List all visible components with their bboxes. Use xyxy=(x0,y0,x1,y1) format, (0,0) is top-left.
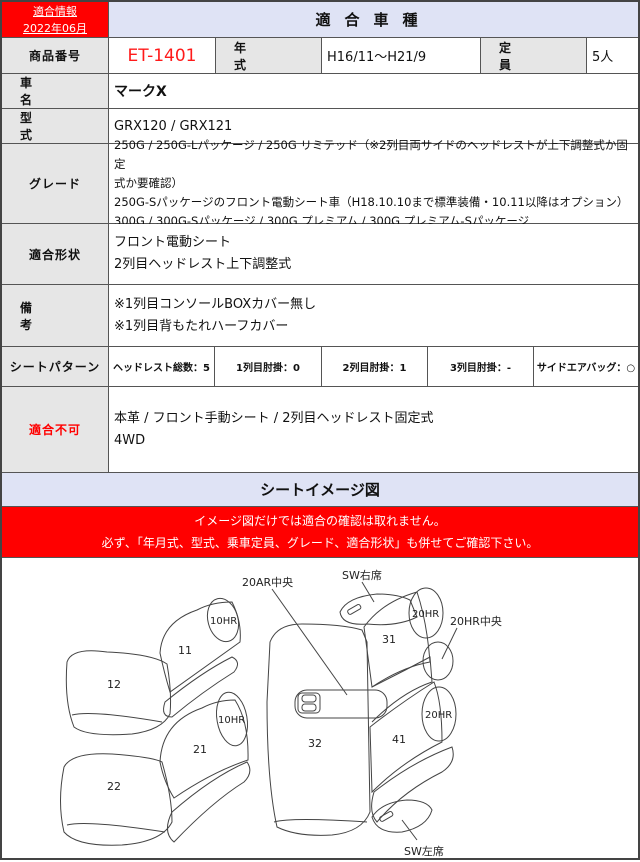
seat-part-21 xyxy=(159,699,249,799)
side-airbag: サイドエアバッグ：○ xyxy=(534,347,638,386)
fit-shape-line: フロント電動シート xyxy=(114,235,232,250)
warning-line: イメージ図だけでは適合の確認は取れません。 xyxy=(194,514,446,528)
seat-part-22 xyxy=(60,753,173,846)
label-sw-right: SW右席 xyxy=(342,568,382,582)
not-fit-line: 本革 / フロント手動シート / 2列目ヘッドレスト固定式 xyxy=(114,410,434,426)
image-section-title: シートイメージ図 xyxy=(2,473,638,507)
car-name-label: 車 名 xyxy=(2,74,109,108)
headrest-10hr-top xyxy=(206,597,240,643)
label-20hr-bottom: 20HR xyxy=(425,710,452,721)
capacity-value: 5人 xyxy=(587,38,638,73)
page-title: 適合車種 xyxy=(109,2,638,37)
model-value: GRX120 / GRX121 xyxy=(109,109,638,143)
fit-shape-row: 適合形状 フロント電動シート 2列目ヘッドレスト上下調整式 xyxy=(2,224,638,285)
fit-info-label: 適合情報 xyxy=(33,4,77,18)
label-10hr-bottom: 10HR xyxy=(218,715,245,726)
seat-pattern-row: シートパターン ヘッドレスト総数：5 1列目肘掛：0 2列目肘掛：1 3列目肘掛… xyxy=(2,347,638,387)
grade-row: グレード 250G / 250G-Lパッケージ / 250G リミテッド（※2列… xyxy=(2,138,638,228)
car-name-value: マークX xyxy=(109,74,638,108)
seat-part-12 xyxy=(65,650,172,736)
grade-label: グレード xyxy=(2,144,109,223)
header-row: 適合情報 2022年06月 適合車種 xyxy=(2,2,638,38)
headrest-20hr-bottom xyxy=(421,686,457,742)
label-20hr-top: 20HR xyxy=(412,609,439,620)
seat-diagram: 20AR中央 SW右席 20HR中央 SW左席 10HR 10HR 20HR 2… xyxy=(2,558,638,858)
grade-line: 250G-Sパッケージのフロント電動シート車（H18.10.10まで標準装備・1… xyxy=(114,195,629,209)
label-10hr-top: 10HR xyxy=(210,616,237,627)
grade-line: 式か要確認） xyxy=(114,176,183,190)
seat-pattern-label: シートパターン xyxy=(2,347,109,386)
year-label: 年 式 xyxy=(216,38,322,73)
notes-row: 備 考 ※1列目コンソールBOXカバー無し ※1列目背もたれハーフカバー xyxy=(2,285,638,347)
grade-line: 250G / 250G-Lパッケージ / 250G リミテッド（※2列目両サイド… xyxy=(114,138,628,171)
row3-armrest: 3列目肘掛：- xyxy=(428,347,534,386)
label-part-12: 12 xyxy=(107,678,121,691)
fit-info-badge[interactable]: 適合情報 2022年06月 xyxy=(2,2,109,37)
label-part-11: 11 xyxy=(178,644,192,657)
warning-banner: イメージ図だけでは適合の確認は取れません。 必ず、「年月式、型式、乗車定員、グレ… xyxy=(2,507,638,558)
row2-armrest: 2列目肘掛：1 xyxy=(322,347,428,386)
headrest-20hr-center xyxy=(422,641,454,681)
year-value: H16/11～H21/9 xyxy=(322,38,481,73)
model-label: 型 式 xyxy=(2,109,109,143)
fit-shape-line: 2列目ヘッドレスト上下調整式 xyxy=(114,257,292,272)
car-name-row: 車 名 マークX xyxy=(2,74,638,109)
notes-line: ※1列目背もたれハーフカバー xyxy=(114,318,289,334)
label-20hr-center: 20HR中央 xyxy=(450,615,502,628)
label-sw-left: SW左席 xyxy=(404,844,444,858)
product-row: 商品番号 ET-1401 年 式 H16/11～H21/9 定 員 5人 xyxy=(2,38,638,74)
capacity-label: 定 員 xyxy=(481,38,587,73)
notes-label: 備 考 xyxy=(2,285,109,346)
notes-value: ※1列目コンソールBOXカバー無し ※1列目背もたれハーフカバー xyxy=(109,285,638,346)
seat-part-41 xyxy=(369,681,443,794)
notes-line: ※1列目コンソールBOXカバー無し xyxy=(114,296,317,312)
label-part-32: 32 xyxy=(308,737,322,750)
warning-line: 必ず、「年月式、型式、乗車定員、グレード、適合形状」も併せてご確認下さい。 xyxy=(101,536,539,550)
armrest-20ar xyxy=(294,689,388,719)
not-fit-label: 適合不可 xyxy=(2,387,109,472)
label-part-31: 31 xyxy=(382,633,396,646)
seat-part-32 xyxy=(266,623,371,836)
row1-armrest: 1列目肘掛：0 xyxy=(215,347,322,386)
seatbelt-sw-right xyxy=(339,593,418,626)
label-part-41: 41 xyxy=(392,733,406,746)
model-row: 型 式 GRX120 / GRX121 xyxy=(2,109,638,144)
headrest-count: ヘッドレスト総数：5 xyxy=(109,347,215,386)
label-20ar-center: 20AR中央 xyxy=(242,576,293,589)
seatbelt-sw-left xyxy=(371,799,433,833)
label-part-22: 22 xyxy=(107,780,121,793)
seat-part-31 xyxy=(363,591,431,688)
fit-shape-label: 適合形状 xyxy=(2,224,109,284)
product-code-label: 商品番号 xyxy=(2,38,109,73)
grade-value: 250G / 250G-Lパッケージ / 250G リミテッド（※2列目両サイド… xyxy=(109,138,638,228)
headrest-20hr-top xyxy=(408,587,444,639)
not-fit-row: 適合不可 本革 / フロント手動シート / 2列目ヘッドレスト固定式 4WD xyxy=(2,387,638,473)
product-code: ET-1401 xyxy=(109,38,216,73)
not-fit-line: 4WD xyxy=(114,432,146,448)
headrest-10hr-bottom xyxy=(216,691,248,747)
page-title-text: 適合車種 xyxy=(315,11,432,29)
image-section-title-text: シートイメージ図 xyxy=(260,481,380,499)
fit-shape-value: フロント電動シート 2列目ヘッドレスト上下調整式 xyxy=(109,224,638,284)
label-part-21: 21 xyxy=(193,743,207,756)
not-fit-value: 本革 / フロント手動シート / 2列目ヘッドレスト固定式 4WD xyxy=(109,387,638,472)
seat-part-11 xyxy=(159,601,241,693)
fit-info-date: 2022年06月 xyxy=(23,21,87,35)
